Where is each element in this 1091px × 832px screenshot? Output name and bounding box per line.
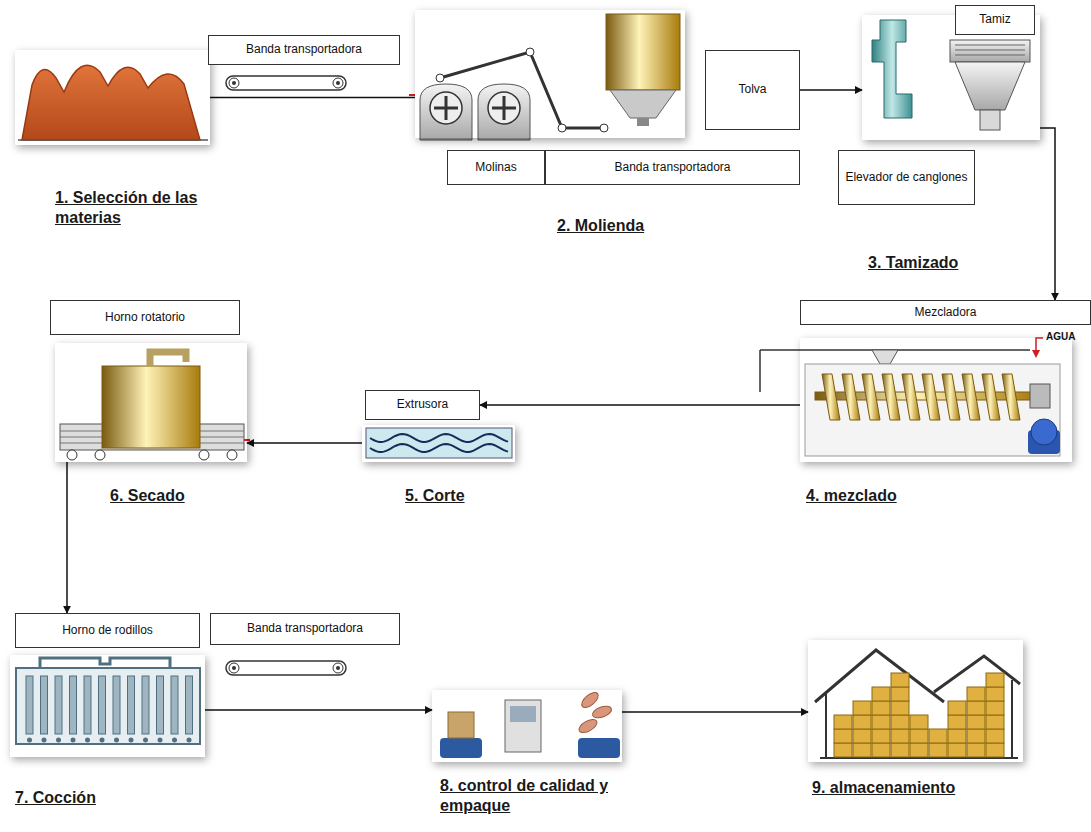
equipment-name: Banda transportadora bbox=[246, 42, 362, 58]
process-step: 6. Secado bbox=[55, 343, 247, 462]
sieve bbox=[950, 40, 1030, 130]
equipment-label: Banda transportadora bbox=[545, 150, 800, 185]
equipment-name: Tolva bbox=[738, 82, 766, 98]
equipment-label: Tamiz bbox=[955, 5, 1035, 35]
process-step: 5. Corte bbox=[362, 425, 515, 462]
extruder bbox=[366, 428, 512, 458]
step-title: 1. Selección de las materias bbox=[55, 188, 205, 228]
warehouse bbox=[815, 650, 1020, 758]
flow-arrow bbox=[800, 89, 862, 91]
equipment-name: Banda transportadora bbox=[614, 160, 730, 176]
flow-arrow bbox=[622, 711, 808, 713]
equipment-name: Banda transportadora bbox=[247, 621, 363, 637]
step-title: 6. Secado bbox=[110, 486, 310, 506]
packing-station bbox=[440, 690, 620, 758]
raw-material-pile bbox=[18, 65, 208, 140]
step-title: 4. mezclado bbox=[806, 486, 1006, 506]
process-step: 9. almacenamiento bbox=[808, 640, 1023, 762]
belt-line bbox=[436, 48, 608, 132]
red-tick bbox=[409, 94, 415, 96]
flow-arrow bbox=[210, 97, 415, 99]
step-title: 8. control de calidad y empaque bbox=[440, 776, 615, 816]
equipment-label: Elevador de canglones bbox=[838, 150, 975, 205]
flow-arrow bbox=[480, 404, 800, 406]
flow-arrow bbox=[66, 462, 68, 613]
step-title: 9. almacenamiento bbox=[812, 778, 1012, 798]
flow-arrow bbox=[247, 442, 362, 444]
equipment-name: Elevador de canglones bbox=[845, 170, 967, 186]
step-title: 5. Corte bbox=[405, 486, 605, 506]
equipment-label: Mezcladora bbox=[800, 300, 1091, 325]
equipment-name: Molinas bbox=[475, 160, 516, 176]
process-step: 1. Selección de las materias bbox=[15, 50, 210, 145]
equipment-label: Banda transportadora bbox=[208, 35, 400, 65]
equipment-name: Horno de rodillos bbox=[62, 623, 153, 639]
step-title: 3. Tamizado bbox=[868, 253, 1068, 273]
equipment-name: Horno rotatorio bbox=[105, 310, 185, 326]
process-step: 8. control de calidad y empaque bbox=[432, 690, 622, 762]
equipment-label: Molinas bbox=[447, 150, 545, 185]
equipment-name: Mezcladora bbox=[914, 305, 976, 321]
process-step: 2. Molienda bbox=[415, 10, 685, 138]
mill-unit bbox=[420, 84, 530, 140]
flow-arrow bbox=[205, 709, 432, 711]
equipment-label: Extrusora bbox=[365, 390, 480, 420]
equipment-label: Banda transportadora bbox=[210, 613, 400, 645]
rotary-oven bbox=[60, 352, 244, 460]
mixer bbox=[760, 338, 1060, 456]
inlet-label: AGUA bbox=[1046, 331, 1075, 342]
equipment-label: Tolva bbox=[705, 50, 800, 130]
silo bbox=[606, 14, 680, 126]
conveyor-icon bbox=[226, 76, 346, 90]
equipment-name: Extrusora bbox=[397, 397, 448, 413]
step-title: 7. Cocción bbox=[15, 788, 215, 808]
roller-kiln bbox=[16, 658, 200, 744]
process-step: 4. mezclado bbox=[800, 338, 1072, 462]
process-step: 7. Cocción bbox=[10, 655, 205, 757]
equipment-label: Horno rotatorio bbox=[50, 300, 240, 335]
flow-arrow bbox=[1040, 128, 1055, 300]
red-tick bbox=[244, 439, 250, 441]
equipment-name: Tamiz bbox=[979, 12, 1010, 28]
equipment-label: Horno de rodillos bbox=[15, 613, 200, 648]
conveyor-icon bbox=[226, 661, 346, 675]
bucket-elevator bbox=[872, 20, 912, 118]
step-title: 2. Molienda bbox=[557, 216, 757, 236]
